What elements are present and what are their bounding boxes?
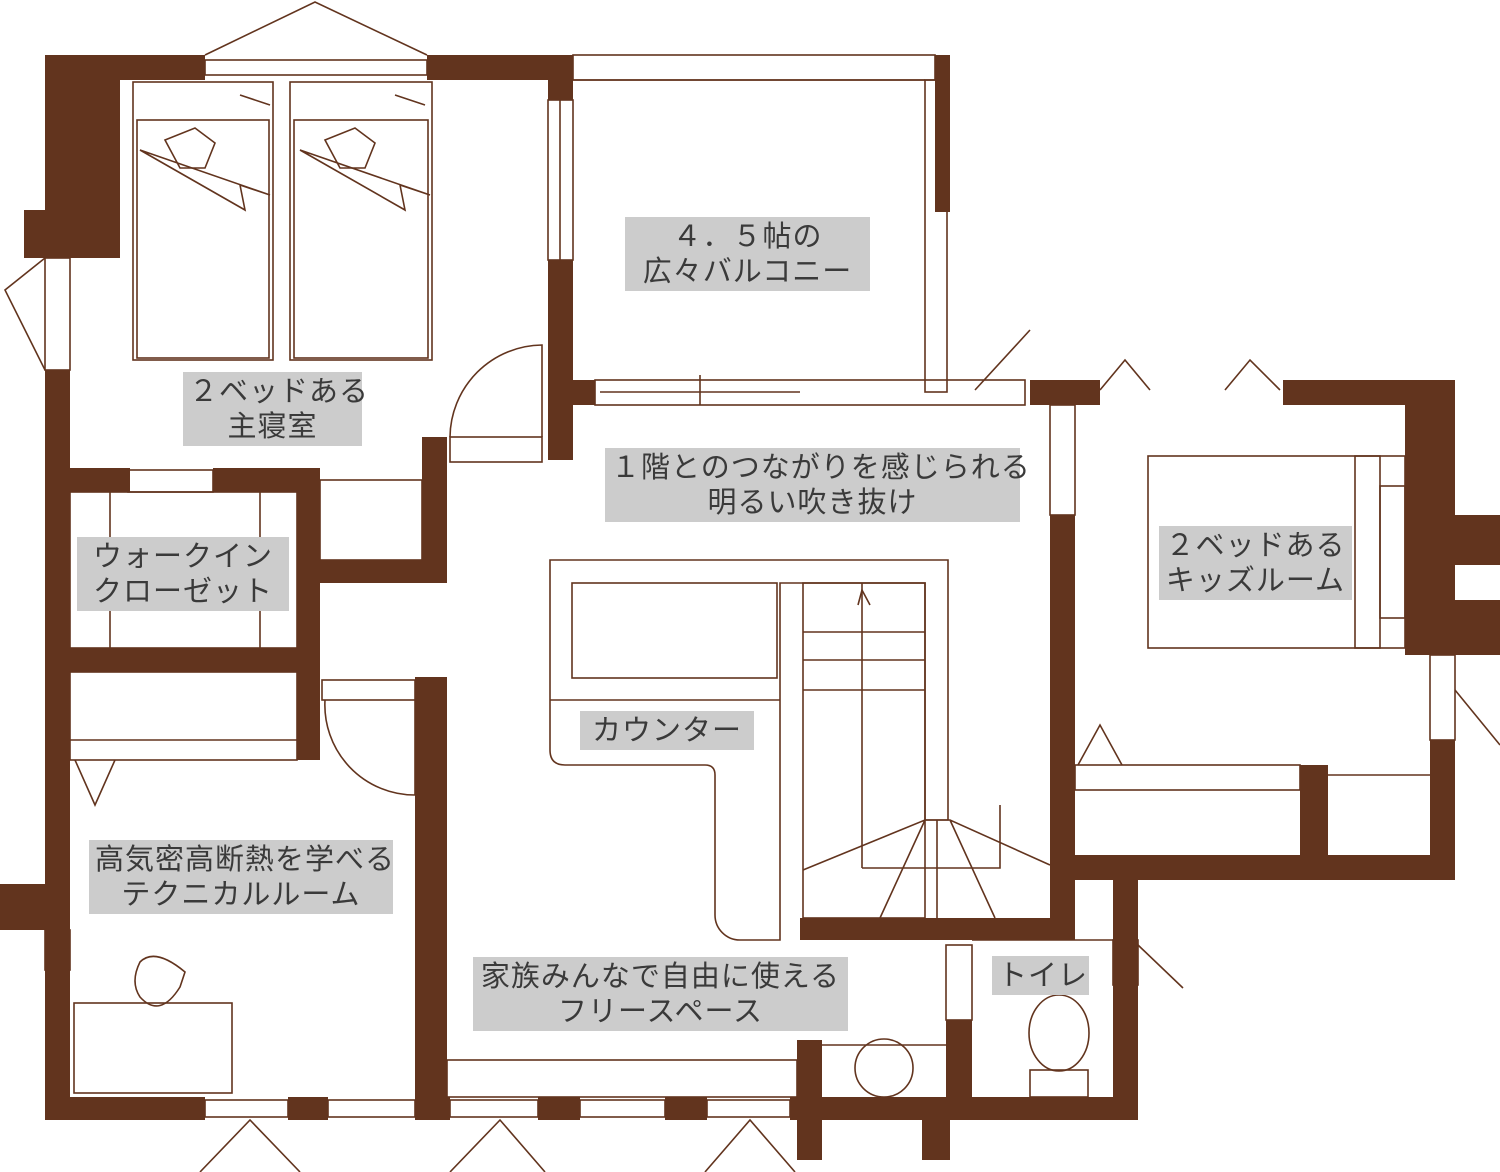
balcony-line2: 広々バルコニー — [642, 254, 853, 288]
label-balcony: ４．５帖の 広々バルコニー — [625, 217, 870, 291]
label-free-space: 家族みんなで自由に使える フリースペース — [473, 957, 848, 1031]
master-bedroom-line2: 主寝室 — [227, 409, 318, 443]
free-space-line2: フリースペース — [557, 994, 764, 1028]
technical-room-line1: 高気密高断熱を学べる — [95, 842, 396, 876]
free-space-line1: 家族みんなで自由に使える — [480, 959, 841, 993]
toilet-line1: トイレ — [998, 958, 1089, 992]
atrium-line1: １階とのつながりを感じられる — [611, 450, 1031, 484]
label-counter: カウンター — [580, 711, 754, 750]
label-technical-room: 高気密高断熱を学べる テクニカルルーム — [89, 840, 396, 914]
master-bedroom-line1: ２ベッドある — [189, 374, 370, 408]
label-kids-room: ２ベッドある キッズルーム — [1159, 526, 1352, 600]
label-toilet: トイレ — [992, 956, 1089, 995]
balcony-line1: ４．５帖の — [672, 219, 823, 253]
label-atrium: １階とのつながりを感じられる 明るい吹き抜け — [605, 448, 1031, 522]
fixtures — [3, 1, 1500, 1172]
technical-room-line2: テクニカルルーム — [121, 877, 361, 911]
label-closet: ウォークイン クローゼット — [77, 537, 289, 611]
closet-line2: クローゼット — [92, 574, 273, 608]
atrium-line2: 明るい吹き抜け — [707, 485, 918, 519]
counter-line1: カウンター — [591, 713, 742, 747]
kids-room-line2: キッズルーム — [1165, 563, 1346, 597]
label-master-bedroom: ２ベッドある 主寝室 — [183, 372, 370, 446]
closet-line1: ウォークイン — [92, 539, 273, 573]
kids-room-line1: ２ベッドある — [1165, 528, 1346, 562]
walls — [0, 55, 1500, 1160]
